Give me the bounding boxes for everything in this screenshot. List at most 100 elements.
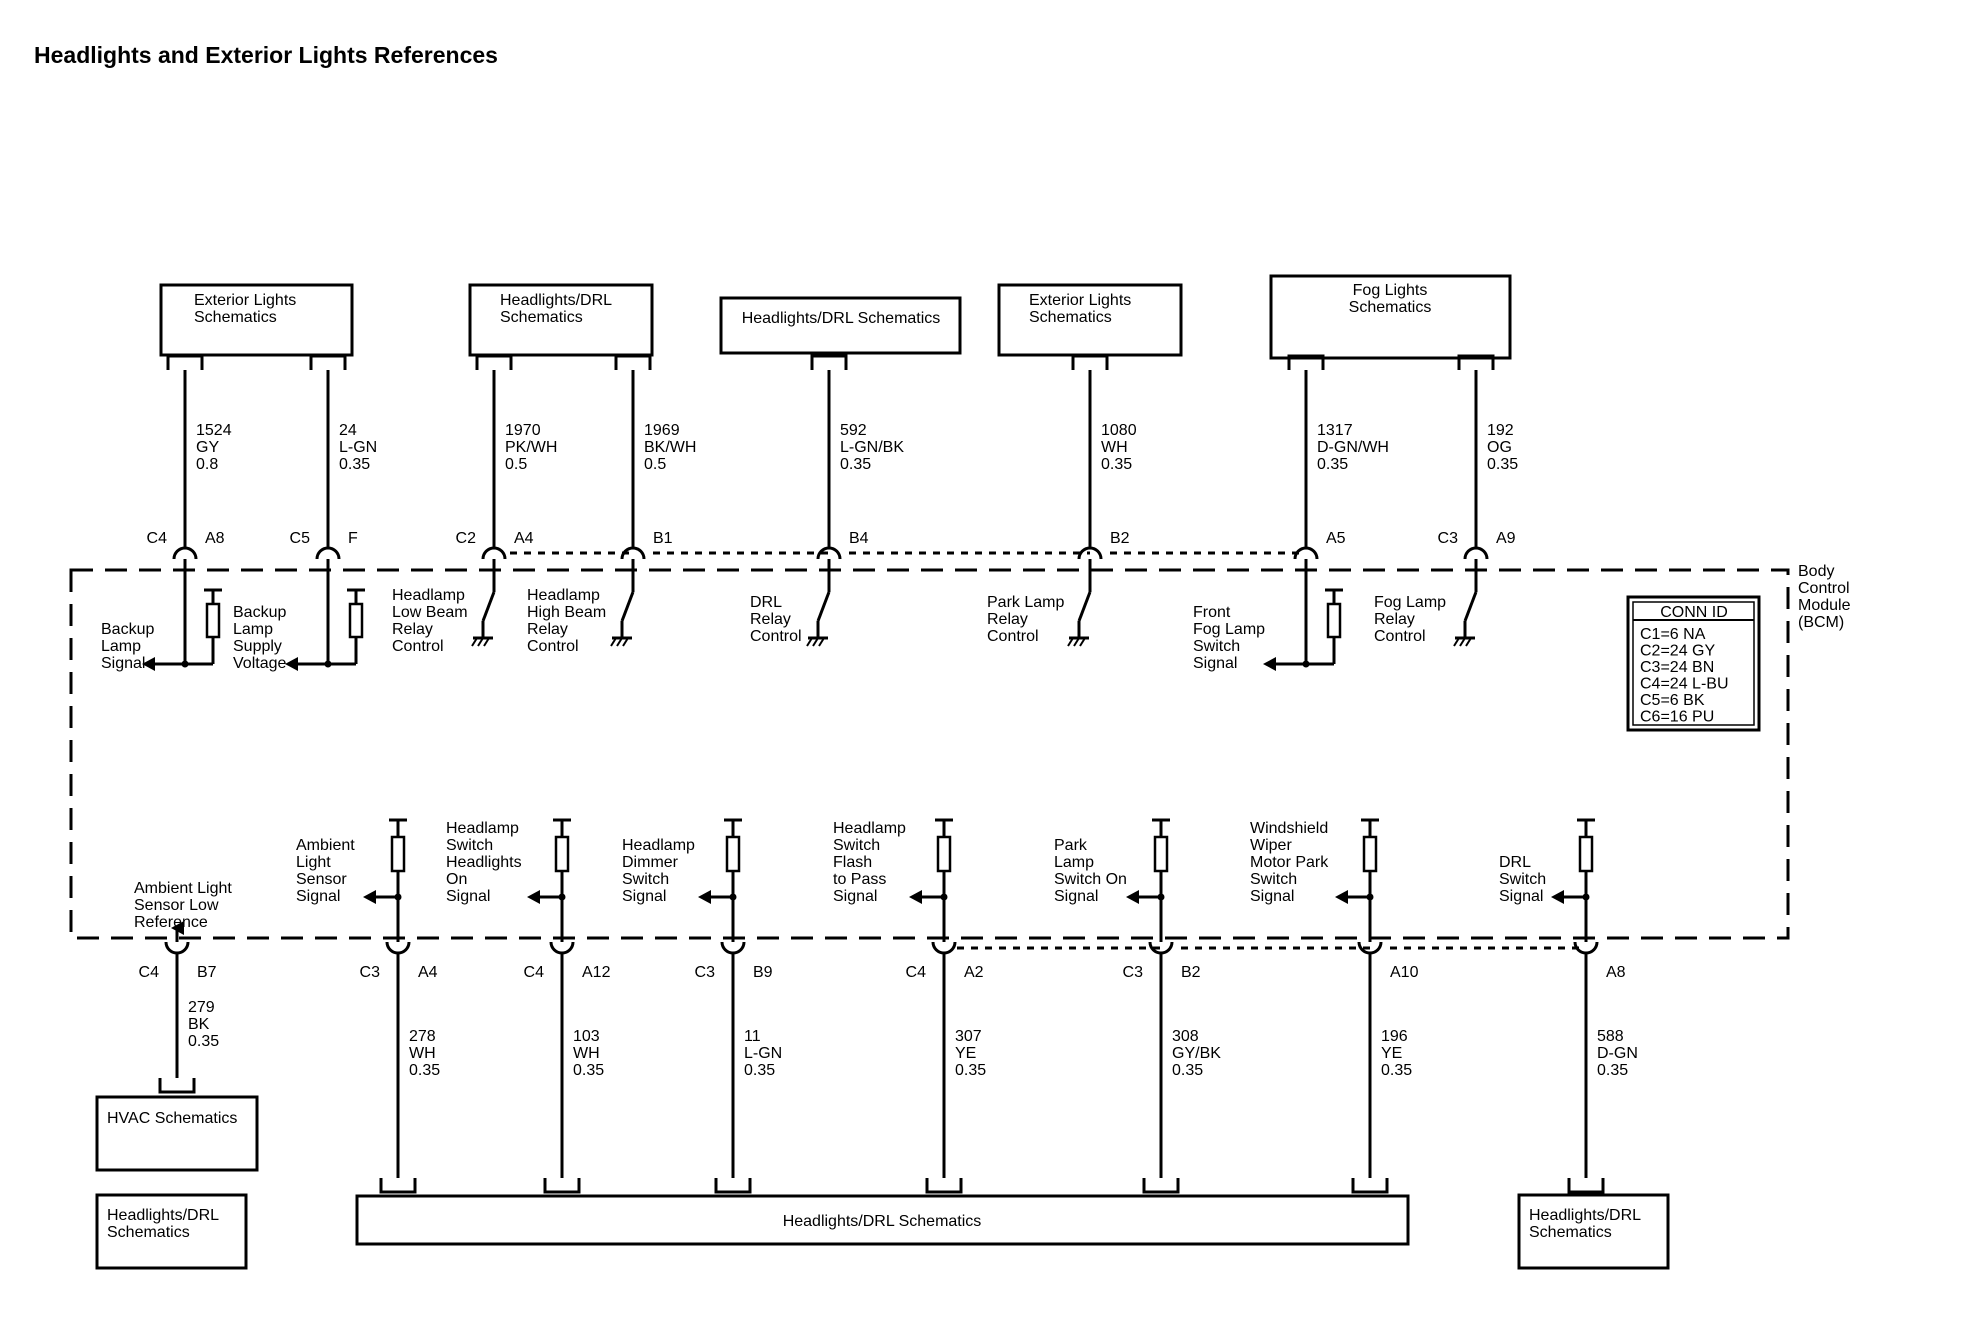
connector-terminal: [475, 354, 513, 370]
function-label: Lamp: [101, 638, 141, 655]
wire-spec: 308: [1172, 1028, 1199, 1045]
pin-connector: [1573, 941, 1599, 955]
pin-id: A10: [1390, 964, 1419, 981]
function-label: Control: [392, 638, 444, 655]
connector-terminal: [810, 354, 848, 370]
function-label: Control: [1374, 628, 1426, 645]
function-label: Backup: [233, 604, 286, 621]
terminal-bracket: [925, 1178, 963, 1194]
module-label: Control: [1798, 580, 1850, 597]
function-label: Park Lamp: [987, 594, 1064, 611]
connector-id: C3: [695, 964, 716, 981]
ground-hatch: [1073, 637, 1080, 647]
ground-hatch: [471, 637, 478, 647]
function-label: Motor Park: [1250, 854, 1329, 871]
connector-terminal: [1071, 354, 1109, 370]
wire-spec: WH: [409, 1045, 436, 1062]
schematic-ref-box: [95, 1193, 248, 1270]
resistor-icon: [1153, 835, 1169, 873]
page-title: Headlights and Exterior Lights Reference…: [34, 42, 498, 68]
wire-spec: 1317: [1317, 422, 1353, 439]
pin-connector: [620, 546, 646, 560]
resistor-icon: [348, 602, 364, 639]
function-label: Ambient: [296, 837, 355, 854]
pin-id: B4: [849, 530, 869, 547]
pin-connector: [1463, 546, 1489, 560]
wire-spec: 1524: [196, 422, 232, 439]
wire-spec: 0.35: [1597, 1062, 1628, 1079]
terminal-bracket: [1142, 1178, 1180, 1194]
conn-id-row: C6=16 PU: [1640, 709, 1714, 726]
connector-id: C2: [456, 530, 477, 547]
pin-id: A9: [1496, 530, 1516, 547]
resistor-icon: [936, 835, 952, 873]
connector-terminal: [1351, 1178, 1389, 1194]
schematic-ref-label: Headlights/DRL Schematics: [783, 1213, 982, 1230]
conn-id-inner: [1632, 601, 1755, 726]
resistor-icon: [1326, 602, 1342, 639]
function-label: Switch: [1250, 871, 1297, 888]
schematic-ref-label: Schematics: [500, 309, 583, 326]
signal-arrow-icon: [1335, 890, 1348, 904]
pin-id: B2: [1181, 964, 1201, 981]
function-label: Relay: [392, 621, 433, 638]
signal-arrow-icon: [363, 890, 376, 904]
function-label: Switch On: [1054, 871, 1127, 888]
function-label: Supply: [233, 638, 282, 655]
wire-spec: 1969: [644, 422, 680, 439]
terminal-bracket: [309, 354, 347, 370]
function-label: Signal: [446, 888, 490, 905]
wire-spec: 0.5: [644, 456, 666, 473]
function-label: Wiper: [1250, 837, 1292, 854]
schematic-ref-label: Schematics: [194, 309, 277, 326]
signal-arrow-icon: [909, 890, 922, 904]
wire-spec: 192: [1487, 422, 1514, 439]
signal-arrow-icon: [1126, 890, 1139, 904]
connector-id: C4: [147, 530, 168, 547]
switch-contact: [1077, 591, 1092, 622]
ground-hatch: [483, 637, 490, 647]
connector-terminal: [1142, 1178, 1180, 1194]
wire-spec: GY: [196, 439, 219, 456]
wire-spec: 0.35: [1317, 456, 1348, 473]
ground-icon: [471, 636, 493, 647]
wire-spec: 0.35: [840, 456, 871, 473]
schematic-ref-box: [355, 1194, 1410, 1246]
pin-id: B2: [1110, 530, 1130, 547]
wire-spec: PK/WH: [505, 439, 557, 456]
function-label: Switch: [833, 837, 880, 854]
function-label: Windshield: [1250, 820, 1328, 837]
ground-icon: [610, 636, 632, 647]
wire-spec: 0.5: [505, 456, 527, 473]
function-label: Headlamp: [392, 587, 465, 604]
terminal-bracket: [1351, 1178, 1389, 1194]
schematic-ref-label: Schematics: [107, 1224, 190, 1241]
schematic-ref-label: Schematics: [1349, 299, 1432, 316]
connector-id: C4: [139, 964, 160, 981]
wire-spec: 0.35: [744, 1062, 775, 1079]
schematic-ref-label: Headlights/DRL: [1529, 1207, 1641, 1224]
function-label: Sensor Low: [134, 897, 219, 914]
schematic-ref-label: Schematics: [1029, 309, 1112, 326]
signal-arrow-icon: [1263, 657, 1276, 671]
pin-id: B9: [753, 964, 773, 981]
schematic-ref-label: Exterior Lights: [194, 292, 296, 309]
wire-spec: OG: [1487, 439, 1512, 456]
schematic-ref-label: Headlights/DRL Schematics: [742, 310, 941, 327]
wire-spec: 588: [1597, 1028, 1624, 1045]
wire-spec: 0.35: [188, 1033, 219, 1050]
function-label: Relay: [1374, 611, 1415, 628]
function-label: Relay: [750, 611, 791, 628]
pin-id: A4: [514, 530, 534, 547]
connector-terminal: [614, 354, 652, 370]
ground-hatch: [616, 637, 623, 647]
wire-spec: 1080: [1101, 422, 1137, 439]
wire-spec: 0.35: [573, 1062, 604, 1079]
wire-spec: 0.8: [196, 456, 218, 473]
wire-spec: 0.35: [1172, 1062, 1203, 1079]
function-label: Backup: [101, 621, 154, 638]
